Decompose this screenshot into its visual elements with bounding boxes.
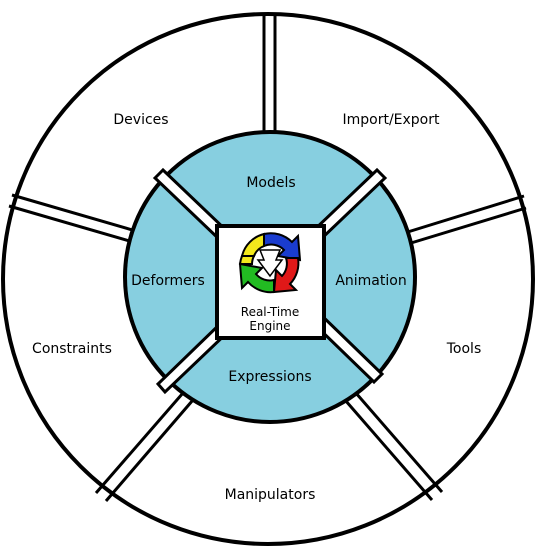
center-title-line1: Real-Time: [241, 305, 299, 319]
outer-label-devices[interactable]: Devices: [113, 112, 168, 128]
inner-label-animation[interactable]: Animation: [335, 273, 406, 289]
outer-label-constraints[interactable]: Constraints: [32, 341, 112, 357]
inner-label-deformers[interactable]: Deformers: [131, 273, 205, 289]
inner-label-models[interactable]: Models: [246, 175, 295, 191]
outer-ring-dividers: [8, 14, 527, 502]
outer-label-import-export[interactable]: Import/Export: [342, 112, 440, 128]
cycle-arrows-icon: [238, 230, 302, 294]
center-title-line2: Engine: [249, 319, 290, 333]
outer-label-tools[interactable]: Tools: [446, 341, 482, 357]
inner-label-expressions[interactable]: Expressions: [228, 369, 311, 385]
outer-label-manipulators[interactable]: Manipulators: [225, 487, 316, 503]
